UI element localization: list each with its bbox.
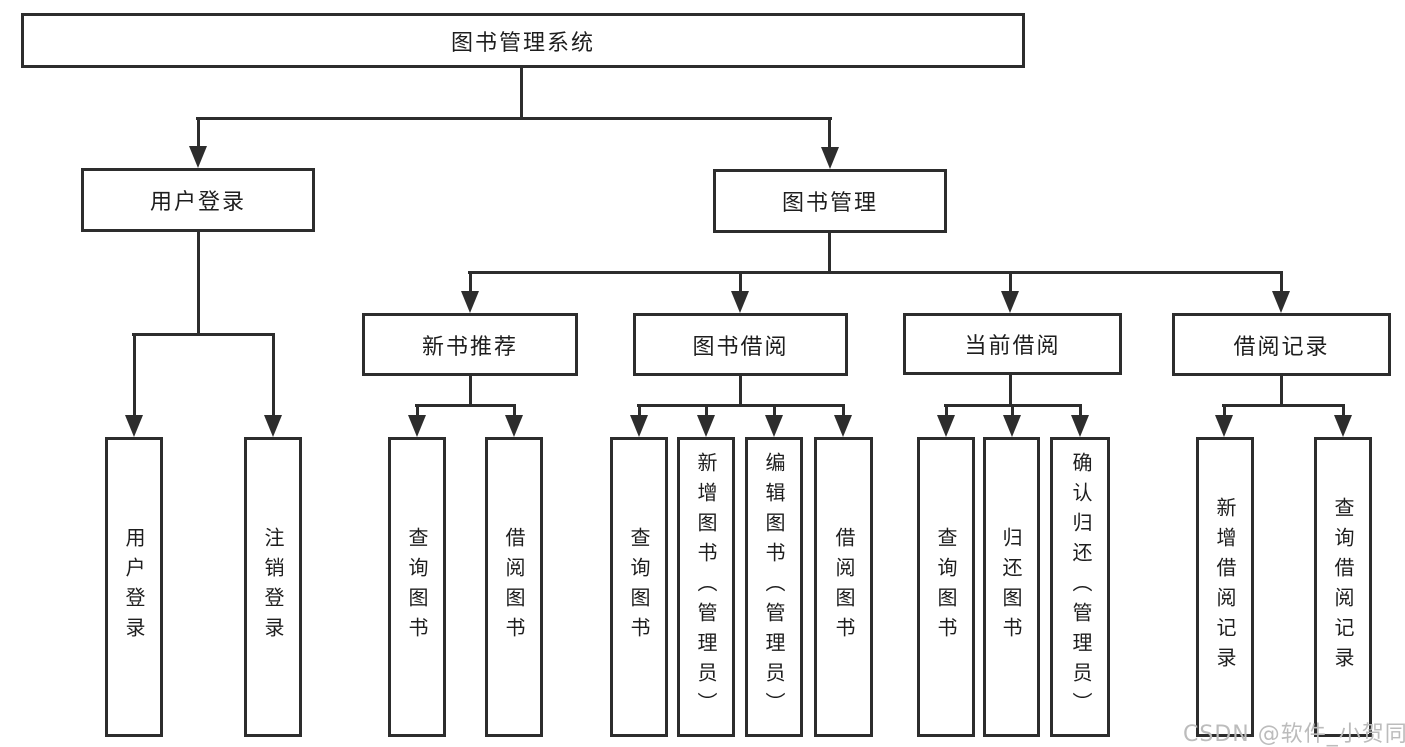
arrow-to-current-return	[1003, 415, 1021, 437]
arrow-to-current-confirm	[1071, 415, 1089, 437]
arrow-to-borrow-add	[697, 415, 715, 437]
arrow-to-records-add	[1215, 415, 1233, 437]
connector-to-leaf-logout	[272, 333, 275, 423]
node-library-system: 图书管理系统	[21, 13, 1025, 68]
connector-to-leaf-user-login	[133, 333, 136, 423]
connector-user-bus	[132, 333, 275, 336]
leaf-recommend-borrow-books: 借阅图书	[485, 437, 543, 737]
connector-level2-bus	[196, 117, 832, 120]
arrow-to-records-query	[1334, 415, 1352, 437]
connector-to-current-confirm	[1079, 404, 1082, 420]
connector-to-current	[1009, 271, 1012, 297]
leaf-borrow-query-books: 查询图书	[610, 437, 668, 737]
connector-to-records-add	[1223, 404, 1226, 420]
node-borrowing-records: 借阅记录	[1172, 313, 1391, 376]
node-new-book-recommend: 新书推荐	[362, 313, 578, 376]
connector-borrowing-bus	[637, 404, 845, 407]
connector-to-current-return	[1011, 404, 1014, 420]
arrow-to-book-management	[821, 147, 839, 169]
arrow-to-recommend-query	[408, 415, 426, 437]
node-user-login: 用户登录	[81, 168, 315, 232]
leaf-borrow-edit-books-admin: 编辑图书（管理员）	[745, 437, 803, 737]
connector-management-stem	[828, 233, 831, 274]
leaf-logout: 注销登录	[244, 437, 302, 737]
node-current-borrowing: 当前借阅	[903, 313, 1122, 375]
arrow-to-borrow-borrow	[834, 415, 852, 437]
connector-records-bus	[1222, 404, 1344, 407]
connector-records-stem	[1280, 376, 1283, 407]
arrow-to-user-login	[189, 146, 207, 168]
arrow-to-borrowing	[731, 291, 749, 313]
leaf-records-add-record: 新增借阅记录	[1196, 437, 1254, 737]
connector-to-user-login	[197, 117, 200, 150]
connector-to-recommend	[469, 271, 472, 297]
connector-to-borrow-query	[638, 404, 641, 420]
connector-user-stem	[197, 232, 200, 336]
connector-to-borrow-edit	[773, 404, 776, 420]
connector-recommend-stem	[469, 376, 472, 407]
arrow-to-recommend	[461, 291, 479, 313]
leaf-recommend-query-books: 查询图书	[388, 437, 446, 737]
leaf-current-return-books: 归还图书	[983, 437, 1040, 737]
arrow-to-borrow-query	[630, 415, 648, 437]
arrow-to-current-query	[937, 415, 955, 437]
leaf-user-login: 用户登录	[105, 437, 163, 737]
connector-to-borrow-add	[705, 404, 708, 420]
arrow-to-leaf-logout	[264, 415, 282, 437]
leaf-records-query-record: 查询借阅记录	[1314, 437, 1372, 737]
connector-current-stem	[1009, 375, 1012, 407]
connector-level3-bus	[468, 271, 1282, 274]
leaf-borrow-add-books-admin: 新增图书（管理员）	[677, 437, 735, 737]
node-book-management: 图书管理	[713, 169, 947, 233]
arrow-to-leaf-user-login	[125, 415, 143, 437]
connector-to-current-query	[945, 404, 948, 420]
arrow-to-recommend-borrow	[505, 415, 523, 437]
arrow-to-current	[1001, 291, 1019, 313]
connector-to-book-management	[828, 117, 831, 150]
connector-to-borrow-borrow	[842, 404, 845, 420]
leaf-current-confirm-return-admin: 确认归还（管理员）	[1050, 437, 1110, 737]
connector-borrowing-stem	[739, 376, 742, 407]
node-book-borrowing: 图书借阅	[633, 313, 848, 376]
connector-to-records-query	[1342, 404, 1345, 420]
connector-recommend-bus	[415, 404, 516, 407]
watermark: CSDN @软件_小贺同学	[1183, 722, 1405, 747]
connector-root-stem	[520, 68, 523, 120]
arrow-to-borrow-edit	[765, 415, 783, 437]
arrow-to-records	[1272, 291, 1290, 313]
connector-to-recommend-borrow	[513, 404, 516, 420]
connector-to-records	[1280, 271, 1283, 297]
connector-to-borrowing	[739, 271, 742, 297]
leaf-current-query-books: 查询图书	[917, 437, 975, 737]
leaf-borrow-borrow-books: 借阅图书	[814, 437, 873, 737]
connector-to-recommend-query	[416, 404, 419, 420]
